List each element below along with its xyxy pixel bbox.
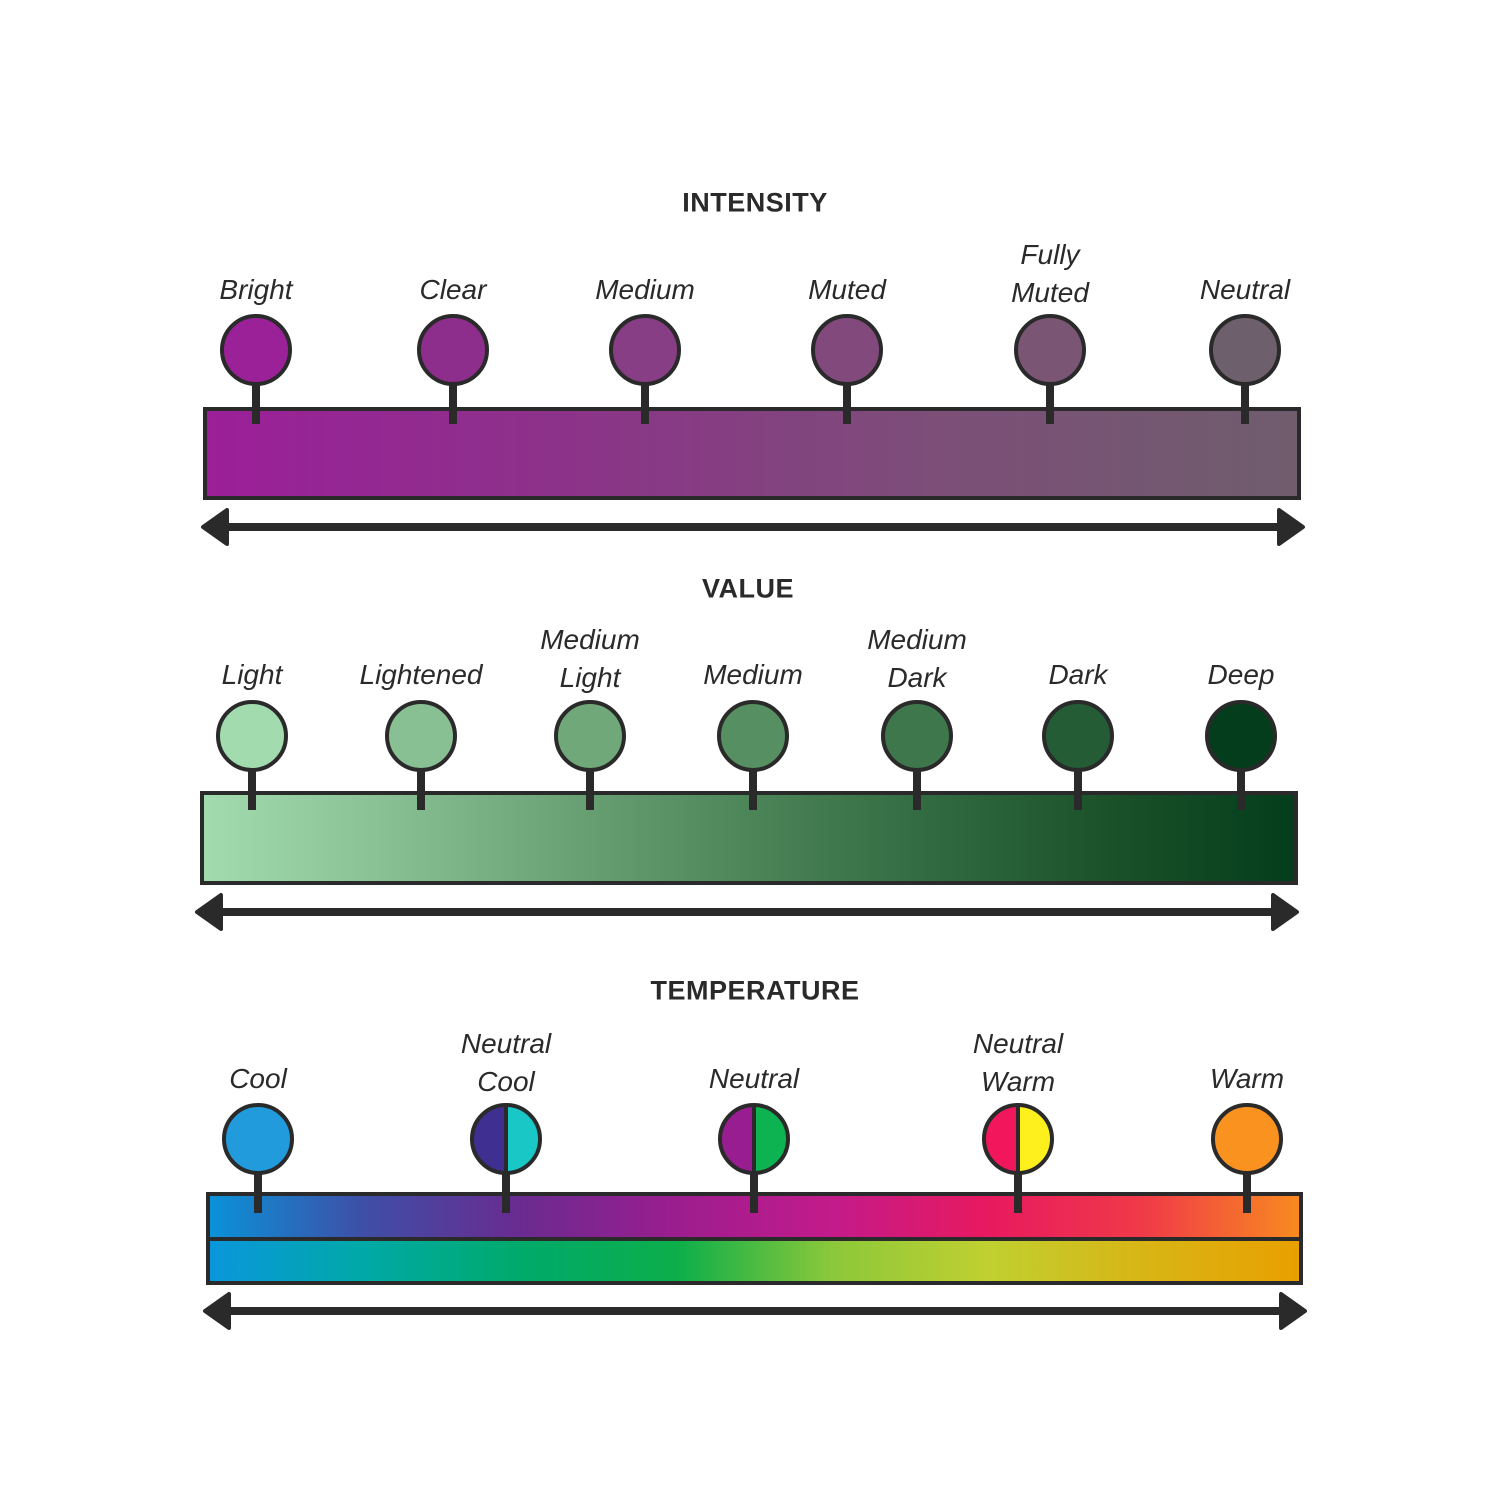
value-marker-circle [385, 700, 457, 772]
temperature-label-line: Warm [1209, 1063, 1285, 1094]
value-label-line: Light [559, 662, 621, 693]
intensity-marker-circle [811, 314, 883, 386]
value-marker-circle [717, 700, 789, 772]
intensity-label-line: Muted [1011, 277, 1089, 308]
temperature-label-line: Cool [229, 1063, 287, 1094]
value-marker-circle [881, 700, 953, 772]
intensity-marker-label: Muted [808, 271, 886, 309]
intensity-marker-tick [1046, 385, 1054, 424]
value-title: VALUE [701, 573, 795, 604]
value-label-line: Medium [540, 624, 640, 655]
value-marker-circle [216, 700, 288, 772]
value-marker-label: Deep [1208, 656, 1275, 694]
value-marker-circle [1205, 700, 1277, 772]
value-marker-tick [749, 770, 757, 810]
intensity-label-line: Neutral [1199, 274, 1291, 305]
intensity-label-line: Medium [595, 274, 695, 305]
temperature-label-line: Cool [477, 1066, 535, 1097]
intensity-label-line: Fully [1020, 239, 1080, 270]
intensity-marker-label: Bright [219, 271, 292, 309]
value-marker-label: Lightened [359, 656, 482, 694]
temperature-label-line: Neutral [708, 1063, 800, 1094]
temperature-marker-tick [1014, 1173, 1022, 1213]
temperature-marker-tick [254, 1173, 262, 1213]
intensity-marker-circle [1014, 314, 1086, 386]
intensity-marker-circle [609, 314, 681, 386]
temperature-marker-divider [752, 1107, 756, 1171]
temperature-gradient-bar-bottom [206, 1237, 1303, 1285]
value-label-line: Dark [887, 662, 947, 693]
intensity-marker-circle [220, 314, 292, 386]
value-marker-label: Light [222, 656, 283, 694]
arrowhead-left-icon [203, 1292, 231, 1330]
value-marker-tick [417, 770, 425, 810]
temperature-marker-circle [982, 1103, 1054, 1175]
intensity-marker-circle [1209, 314, 1281, 386]
temperature-marker-tick [1243, 1173, 1251, 1213]
intensity-marker-tick [449, 385, 457, 424]
temperature-marker-circle [718, 1103, 790, 1175]
intensity-marker-label: Clear [420, 271, 487, 309]
value-label-line: Medium [867, 624, 967, 655]
temperature-marker-circle [222, 1103, 294, 1175]
intensity-title: INTENSITY [682, 187, 828, 218]
value-marker-tick [1074, 770, 1082, 810]
intensity-marker-tick [641, 385, 649, 424]
temperature-marker-divider [1016, 1107, 1020, 1171]
intensity-marker-tick [1241, 385, 1249, 424]
temperature-marker-circle [470, 1103, 542, 1175]
intensity-label-line: Bright [219, 274, 293, 305]
intensity-marker-circle [417, 314, 489, 386]
arrowhead-right-icon [1277, 508, 1305, 546]
arrowhead-right-icon [1271, 893, 1299, 931]
temperature-marker-label: Neutral [709, 1060, 799, 1098]
value-marker-circle [554, 700, 626, 772]
value-marker-circle [1042, 700, 1114, 772]
temperature-marker-label: Warm [1210, 1060, 1284, 1098]
temperature-marker-tick [750, 1173, 758, 1213]
temperature-marker-divider [504, 1107, 508, 1171]
arrowhead-left-icon [195, 893, 223, 931]
temperature-label-line: Warm [980, 1066, 1056, 1097]
intensity-marker-tick [843, 385, 851, 424]
value-marker-tick [1237, 770, 1245, 810]
intensity-gradient-bar [203, 407, 1301, 500]
temperature-label-line: Neutral [460, 1028, 552, 1059]
value-label-line: Lightened [359, 659, 483, 690]
arrowhead-right-icon [1279, 1292, 1307, 1330]
temperature-label-line: Neutral [972, 1028, 1064, 1059]
value-marker-tick [586, 770, 594, 810]
value-marker-label: Medium [703, 656, 803, 694]
temperature-marker-tick [502, 1173, 510, 1213]
intensity-label-line: Clear [419, 274, 487, 305]
value-marker-label: Dark [1048, 656, 1107, 694]
value-marker-tick [248, 770, 256, 810]
arrowhead-left-icon [201, 508, 229, 546]
value-label-line: Deep [1207, 659, 1275, 690]
intensity-marker-tick [252, 385, 260, 424]
temperature-marker-label: Cool [229, 1060, 287, 1098]
temperature-title: TEMPERATURE [650, 975, 860, 1006]
value-marker-tick [913, 770, 921, 810]
value-label-line: Dark [1048, 659, 1108, 690]
intensity-label-line: Muted [808, 274, 886, 305]
intensity-marker-label: Medium [595, 271, 695, 309]
value-label-line: Light [221, 659, 283, 690]
value-label-line: Medium [703, 659, 803, 690]
temperature-marker-circle [1211, 1103, 1283, 1175]
intensity-marker-label: Neutral [1200, 271, 1290, 309]
